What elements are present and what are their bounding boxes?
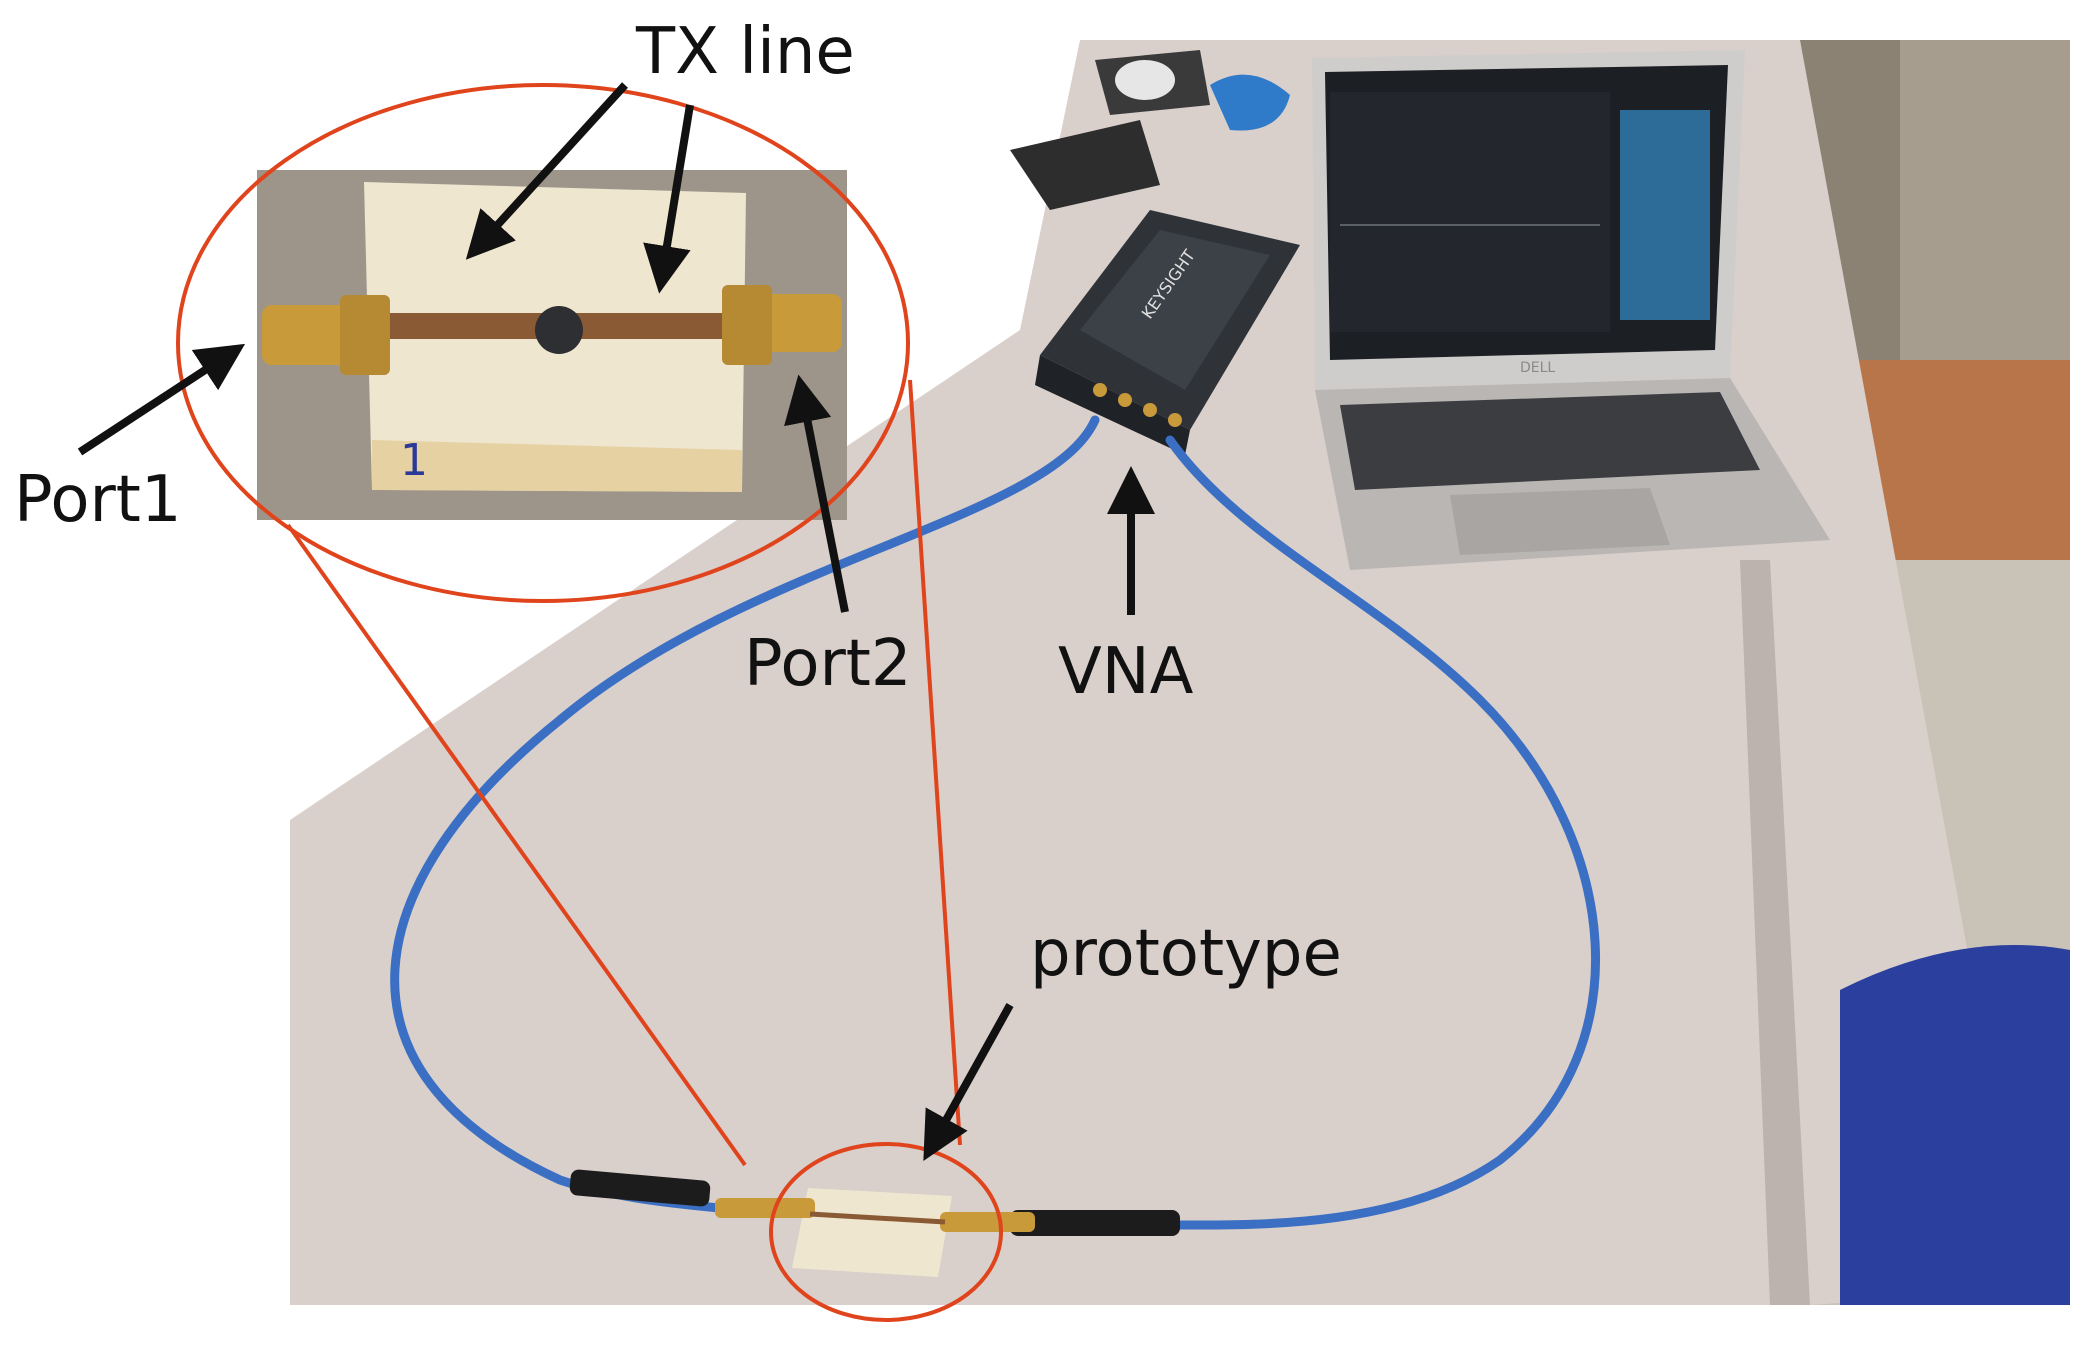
callout	[176, 83, 1003, 1322]
arrow-txline-1	[465, 82, 628, 260]
laptop-brand: DELL	[1520, 360, 1555, 376]
vna-device: KEYSIGHT	[1035, 210, 1300, 455]
callout-line-left	[286, 523, 747, 1167]
label-vna: VNA	[1058, 635, 1194, 709]
annotation-arrows	[77, 82, 1155, 1161]
arrow-txline-2	[643, 104, 694, 294]
peripherals	[1010, 50, 1290, 210]
inset-connector-right	[760, 294, 842, 352]
inset-photo: 1	[257, 170, 847, 520]
table-edge	[1740, 560, 1810, 1305]
callout-small-circle	[769, 1142, 1003, 1322]
callout-line-right	[908, 379, 962, 1146]
callout-big-circle	[176, 83, 910, 603]
board-marking: 1	[400, 435, 428, 486]
label-port1: Port1	[14, 463, 182, 537]
prototype-board	[715, 1188, 1035, 1277]
label-tx-line: TX line	[636, 15, 855, 89]
arrow-port1	[77, 343, 246, 456]
inset-connector-left	[262, 305, 352, 365]
cable-right	[1155, 435, 1600, 1230]
label-port2: Port2	[744, 627, 912, 701]
laptop: DELL	[1312, 50, 1830, 570]
arrow-prototype	[923, 1003, 1014, 1161]
arrow-port2	[784, 374, 849, 613]
label-prototype: prototype	[1030, 917, 1342, 991]
chair	[1840, 945, 2070, 1305]
cable-boots	[569, 1169, 1180, 1236]
